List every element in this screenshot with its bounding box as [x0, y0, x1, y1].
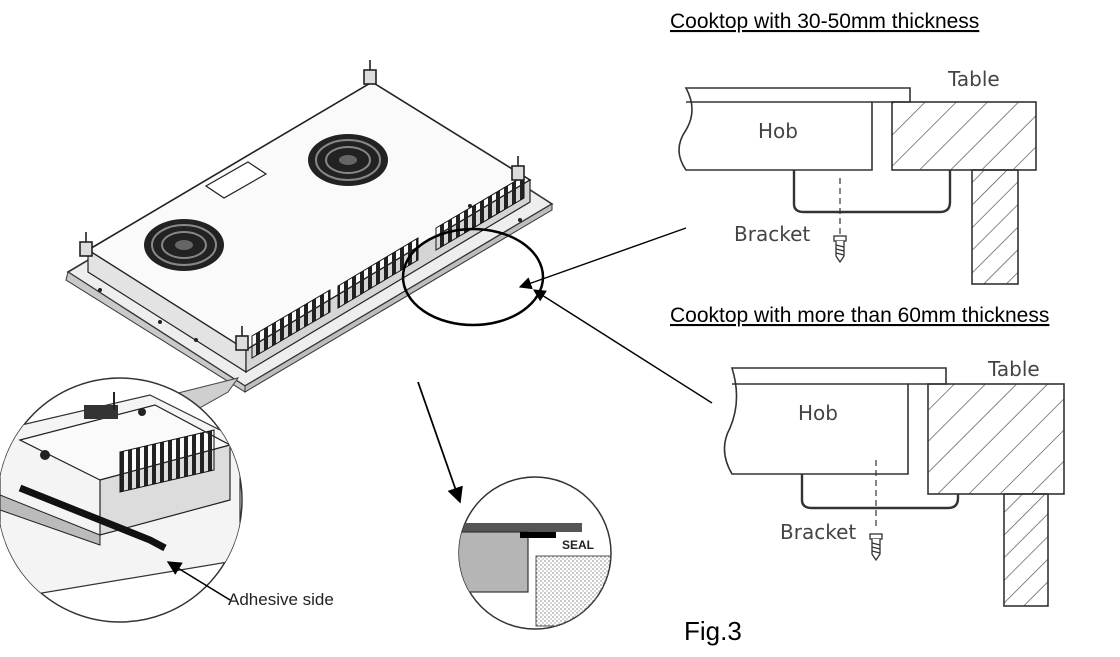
- section-detail-30-50mm: [678, 87, 1037, 285]
- screw-icon: [833, 235, 847, 264]
- screw-icon: [869, 533, 883, 562]
- section-detail-60mm: [723, 367, 1065, 607]
- bottom-bracket-label: Bracket: [780, 520, 856, 544]
- bottom-hob-label: Hob: [798, 401, 838, 425]
- bracket-icon: [79, 60, 525, 351]
- top-hob-label: Hob: [758, 119, 798, 143]
- seal-label: SEAL: [562, 538, 594, 552]
- cooling-fan-icon: [308, 134, 388, 186]
- top-bracket-label: Bracket: [734, 222, 810, 246]
- adhesive-label: Adhesive side: [228, 590, 334, 609]
- cooling-fan-icon: [144, 219, 224, 271]
- heading-60mm: Cooktop with more than 60mm thickness: [670, 304, 1049, 327]
- cooktop-illustration: [65, 60, 554, 393]
- heading-30-50mm: Cooktop with 30-50mm thickness: [670, 10, 979, 33]
- figure-caption: Fig.3: [684, 616, 742, 646]
- top-table-label: Table: [947, 67, 1000, 91]
- adhesive-detail-zoom: [0, 377, 243, 623]
- seal-detail-zoom: [458, 476, 612, 630]
- vent-grille: [251, 175, 525, 359]
- detail-callout-circle: [401, 227, 545, 327]
- bottom-table-label: Table: [987, 357, 1040, 381]
